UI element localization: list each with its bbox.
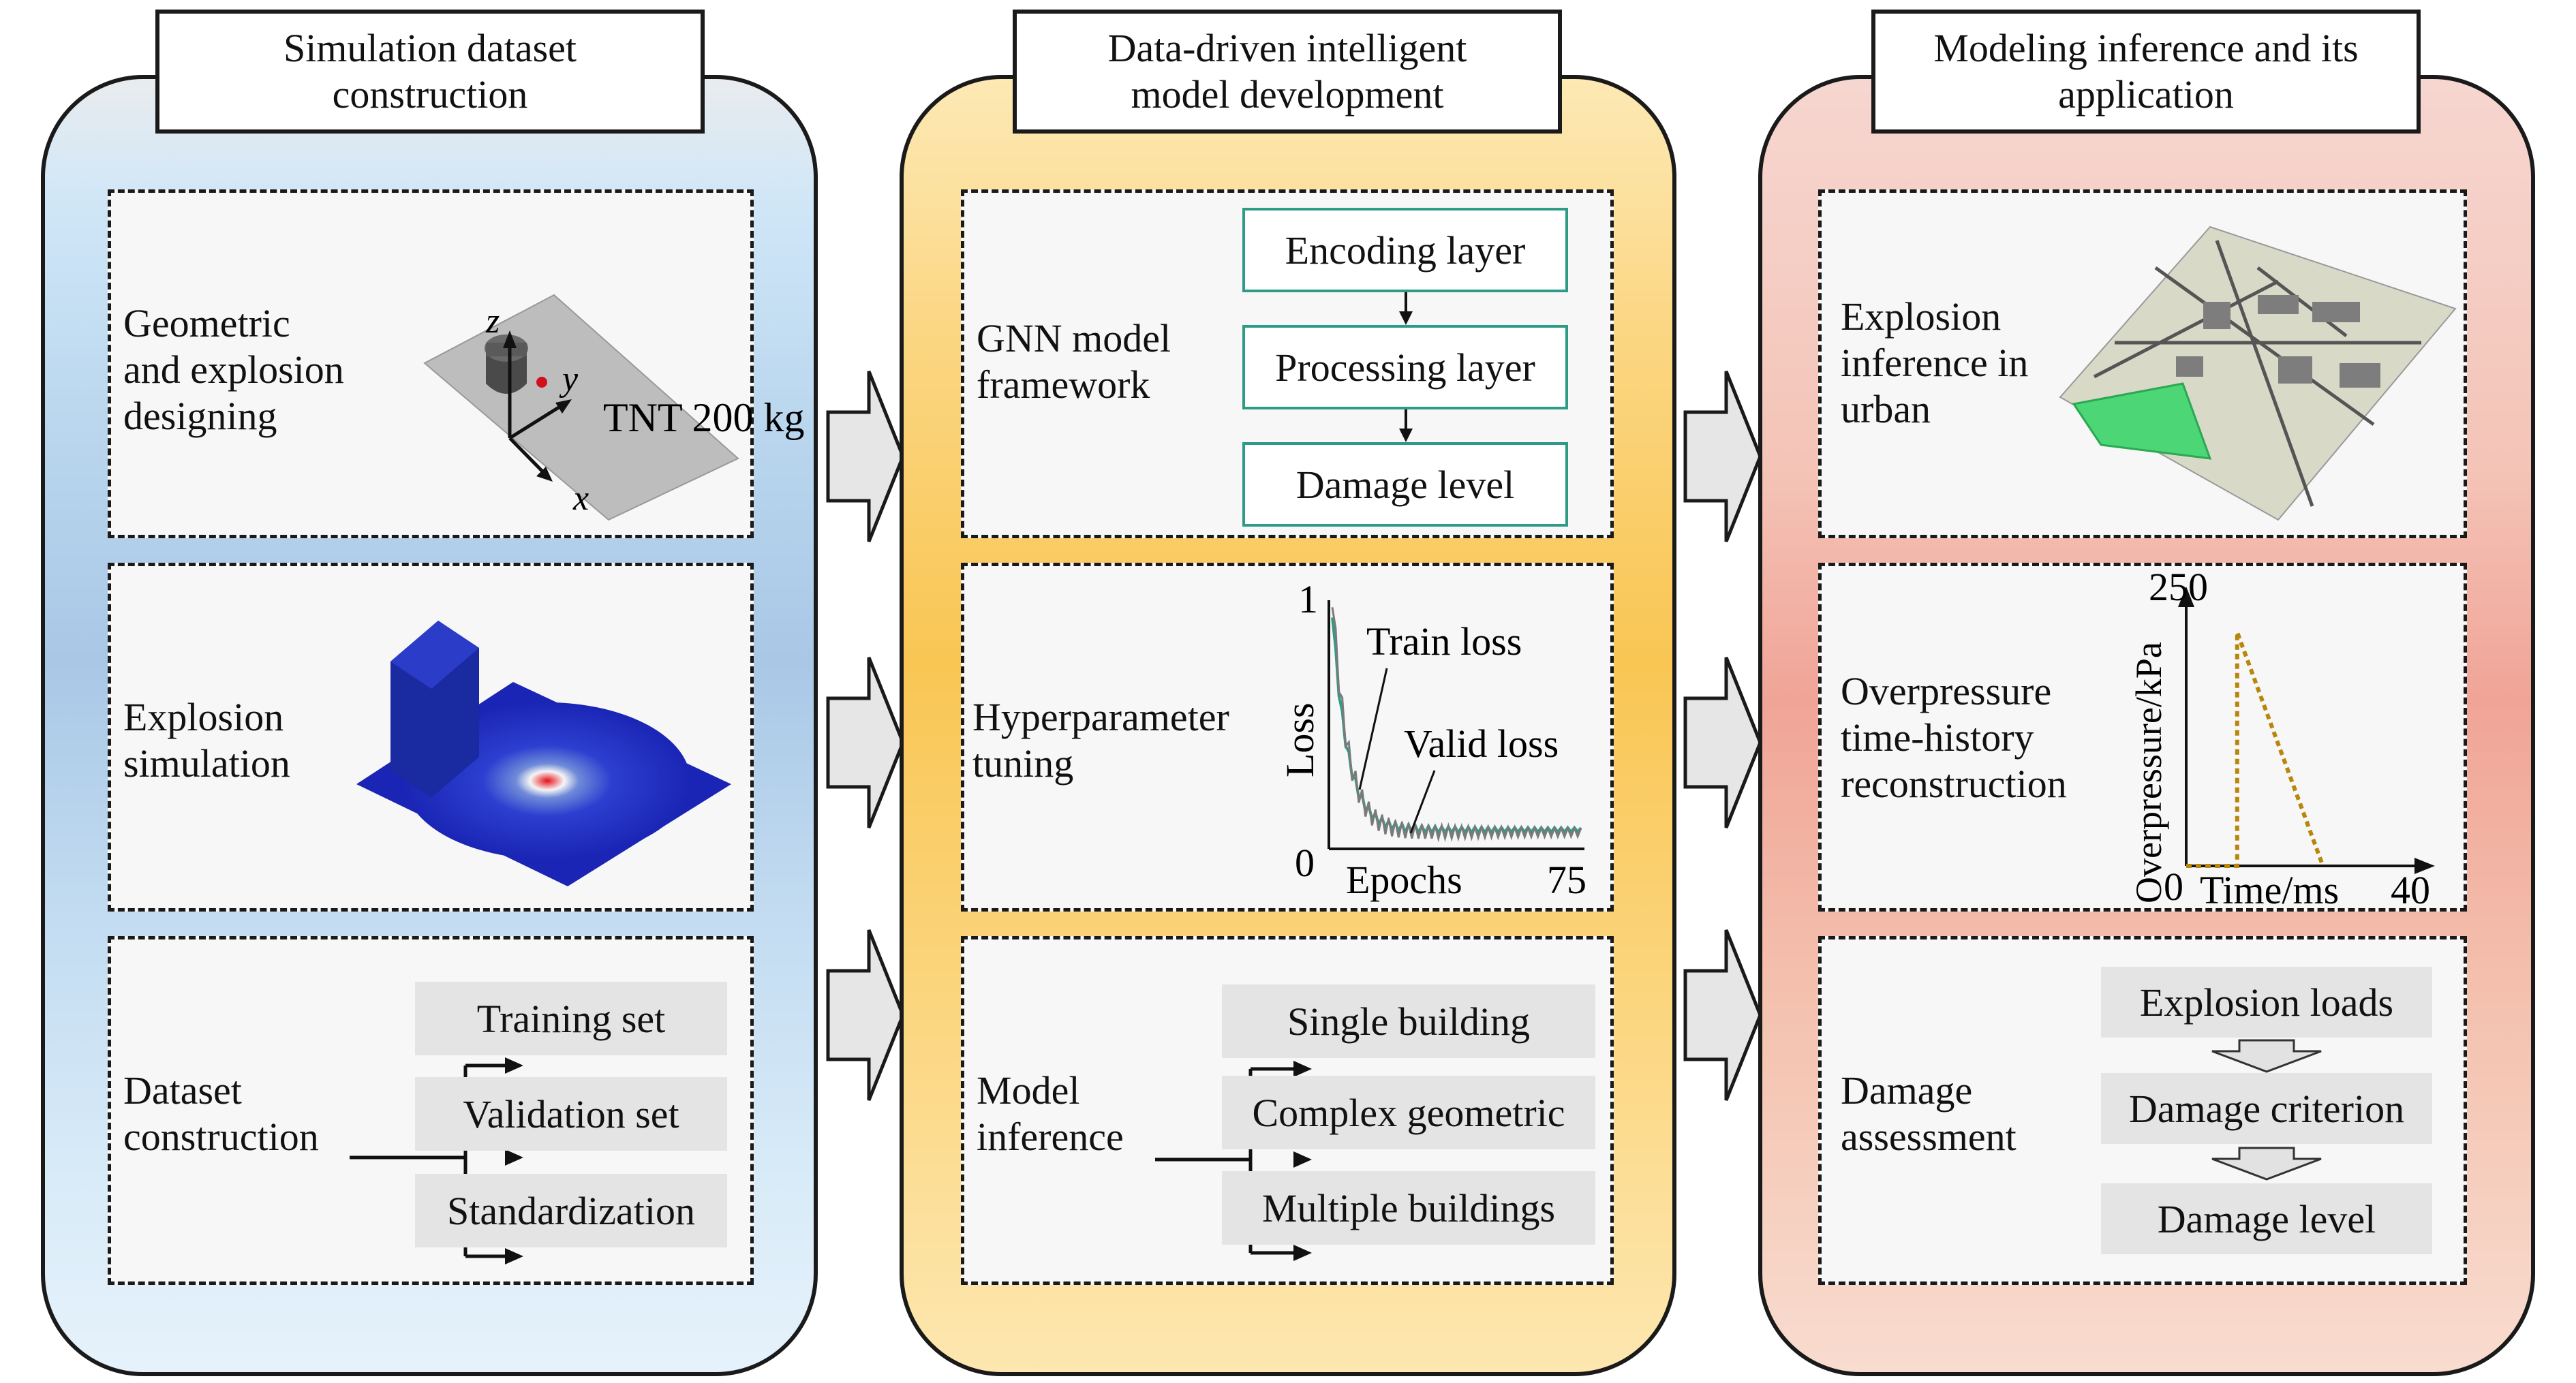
explosion-loads-tag: Explosion loads: [2101, 967, 2432, 1038]
charge-point-icon: [536, 377, 547, 388]
train-loss-legend: Train loss: [1366, 619, 1522, 664]
flow-arrow-icon: [1683, 657, 1762, 828]
damage-assessment-label: Damage assessment: [1841, 1068, 2017, 1159]
damage-criterion-tag: Damage criterion: [2101, 1073, 2432, 1144]
step-down-arrow-icon: [2211, 1147, 2322, 1181]
flow-arrow-icon: [826, 657, 905, 828]
urban-inference-label: Explosion inference in urban: [1841, 294, 2029, 431]
simulation-illustration: [356, 621, 731, 886]
z-axis-label: z: [485, 302, 500, 341]
overpressure-curve: [2186, 631, 2325, 868]
damage-assessment-box: Damage assessment Explosion loads Damage…: [1818, 936, 2467, 1285]
x-axis-label: x: [572, 479, 589, 518]
model-inference-box: Model inference Single building Complex …: [961, 936, 1614, 1285]
dataset-construction-box: Dataset construction Training set Valida…: [108, 936, 754, 1285]
flow-arrow-icon: [826, 929, 905, 1101]
pressure-ylabel: Overpressure/kPa: [2128, 642, 2169, 903]
standardization-tag: Standardization: [415, 1174, 727, 1247]
model-development-header: Data-driven intelligent model developmen…: [1013, 10, 1562, 134]
hyperparameter-label: Hyperparameter tuning: [972, 695, 1229, 786]
encoding-layer-box: Encoding layer: [1242, 208, 1568, 292]
pressure-xmax: 40: [2391, 868, 2430, 912]
gnn-framework-box: GNN model framework Encoding layer Proce…: [961, 189, 1614, 538]
pressure-zero: 0: [2164, 865, 2183, 909]
application-header: Modeling inference and its application: [1871, 10, 2421, 134]
overpressure-box: Overpressure time-history reconstruction…: [1818, 563, 2467, 912]
loss-zero: 0: [1295, 841, 1315, 885]
layer-flow-arrows-icon: [1399, 292, 1413, 442]
overpressure-label: Overpressure time-history reconstruction: [1841, 669, 2067, 806]
explosion-simulation-box: Explosion simulation: [108, 563, 754, 912]
pressure-plot: 250 0 Overpressure/kPa Time/ms 40: [2128, 565, 2435, 912]
loss-ymax: 1: [1298, 577, 1318, 621]
flow-arrow-icon: [1683, 929, 1762, 1101]
explosion-simulation-label: Explosion simulation: [123, 695, 290, 786]
processing-layer-box: Processing layer: [1242, 325, 1568, 409]
multiple-buildings-tag: Multiple buildings: [1222, 1171, 1595, 1245]
step-down-arrow-icon: [2211, 1039, 2322, 1073]
valid-loss-legend: Valid loss: [1404, 721, 1559, 766]
pressure-xlabel: Time/ms: [2200, 868, 2339, 912]
complex-geometric-tag: Complex geometric: [1222, 1076, 1595, 1149]
single-building-tag: Single building: [1222, 984, 1595, 1058]
flow-arrow-icon: [826, 371, 905, 542]
charge-label: TNT 200 kg: [603, 395, 805, 440]
urban-map-illustration: [2059, 226, 2457, 521]
gnn-framework-label: GNN model framework: [977, 316, 1171, 407]
geometric-design-label: Geometric and explosion designing: [123, 301, 344, 438]
training-set-tag: Training set: [415, 982, 727, 1055]
train-loss-line: [1331, 607, 1582, 843]
geometry-illustration: z y x TNT 200 kg: [423, 294, 805, 521]
loss-xlabel: Epochs: [1346, 858, 1462, 902]
simulation-header: Simulation dataset construction: [155, 10, 705, 134]
model-inference-label: Model inference: [977, 1068, 1124, 1159]
urban-inference-box: Explosion inference in urban: [1818, 189, 2467, 538]
y-axis-label: y: [559, 360, 579, 399]
dataset-construction-label: Dataset construction: [123, 1068, 319, 1159]
damage-level-tag: Damage level: [2101, 1183, 2432, 1254]
loss-xmax: 75: [1547, 858, 1586, 902]
hyperparameter-box: Hyperparameter tuning 1 0 Loss Epochs 75…: [961, 563, 1614, 912]
flow-arrow-icon: [1683, 371, 1762, 542]
loss-ylabel: Loss: [1278, 702, 1322, 777]
loss-plot: 1 0 Loss Epochs 75 Train loss Valid loss: [1278, 577, 1586, 902]
validation-set-tag: Validation set: [415, 1077, 727, 1151]
damage-level-layer-box: Damage level: [1242, 442, 1568, 527]
geometric-design-box: Geometric and explosion designing z y x …: [108, 189, 805, 538]
pressure-ymax: 250: [2149, 565, 2208, 609]
